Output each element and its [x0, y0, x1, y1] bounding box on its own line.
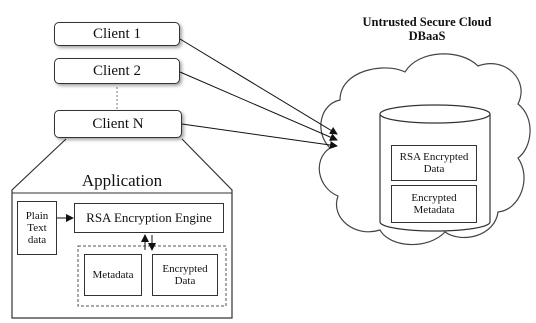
rsa-encrypted-box: RSA Encrypted Data: [391, 145, 477, 181]
clientN-cloud-arrow: [181, 123, 338, 149]
metadata-label: Metadata: [92, 269, 134, 281]
encrypted-data-label: Encrypted Data: [162, 263, 208, 287]
encrypted-metadata-label: Encrypted Metadata: [411, 192, 457, 216]
client-n-box: Client N: [54, 110, 182, 138]
client-1-box: Client 1: [54, 22, 180, 46]
cloud-title: Untrusted Secure Cloud DBaaS: [362, 14, 492, 43]
storage-group: [77, 245, 227, 307]
metadata-box: Metadata: [84, 254, 142, 296]
client-2-label: Client 2: [93, 62, 141, 79]
client-1-label: Client 1: [93, 25, 141, 42]
application-title: Application: [81, 171, 163, 191]
rsa-engine-box: RSA Encryption Engine: [74, 203, 224, 233]
encrypted-data-box: Encrypted Data: [152, 254, 218, 296]
plain-text-label: Plain Text data: [25, 210, 49, 246]
client-2-box: Client 2: [54, 58, 180, 84]
client-n-label: Client N: [92, 115, 144, 132]
rsa-engine-label: RSA Encryption Engine: [86, 210, 212, 225]
plain-text-box: Plain Text data: [17, 201, 57, 255]
database-top: [379, 104, 491, 124]
encrypted-metadata-box: Encrypted Metadata: [391, 185, 477, 223]
client1-cloud-arrow: [179, 38, 338, 135]
client2-cloud-arrow: [179, 71, 338, 141]
rsa-encrypted-label: RSA Encrypted Data: [399, 151, 469, 175]
